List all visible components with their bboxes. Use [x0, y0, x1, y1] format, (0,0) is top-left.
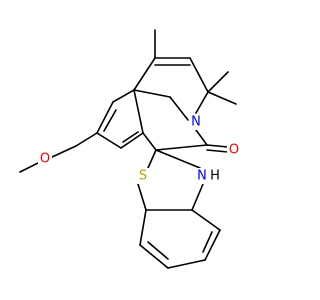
ring-bond — [155, 144, 208, 151]
bond-layer — [19, 29, 237, 269]
ring-bond — [120, 132, 144, 149]
benzene-bond — [204, 229, 221, 261]
atom-oxygen-methoxy: O — [40, 152, 50, 167]
ring-bond — [112, 89, 135, 103]
ring-bond — [133, 89, 171, 98]
atom-label-layer: O O N S N H — [38, 114, 241, 184]
methoxy-bond — [75, 132, 98, 147]
ring-bond — [195, 91, 209, 114]
ring-bond — [96, 132, 122, 149]
atom-hydrogen-amine: H — [210, 169, 220, 184]
methyl-bond — [207, 91, 237, 105]
atom-nitrogen-amine: N — [197, 169, 207, 184]
spiro-bond — [147, 149, 157, 169]
carbonyl-double — [206, 149, 229, 153]
methoxy-bond — [51, 145, 77, 158]
ring-bond — [189, 57, 209, 93]
benzene-bond — [139, 244, 169, 269]
ring-bond — [142, 132, 157, 151]
ring-bond — [169, 96, 189, 121]
atom-nitrogen-ring: N — [191, 115, 201, 130]
molecule-structure-diagram: O O N S N H — [19, 29, 241, 269]
ring-bond — [96, 101, 114, 134]
ring-bond — [133, 57, 156, 91]
aromatic-inner — [103, 109, 117, 132]
ring-bond — [191, 183, 204, 211]
ring-bond — [195, 129, 208, 146]
spiro-bond — [155, 149, 201, 169]
methoxy-methyl — [19, 162, 39, 173]
aromatic-inner — [147, 241, 169, 260]
atom-oxygen-carbonyl: O — [229, 143, 239, 158]
benzene-bond — [191, 209, 221, 231]
ring-bond — [137, 183, 147, 211]
carbonyl-bond — [206, 144, 229, 148]
methyl-bond — [207, 71, 229, 93]
ring-bond — [133, 89, 144, 134]
aromatic-inner — [202, 231, 213, 253]
aromatic-inner — [122, 131, 139, 143]
benzene-bond — [139, 209, 147, 246]
benzene-bond — [167, 259, 206, 269]
atom-sulfur: S — [139, 169, 147, 184]
